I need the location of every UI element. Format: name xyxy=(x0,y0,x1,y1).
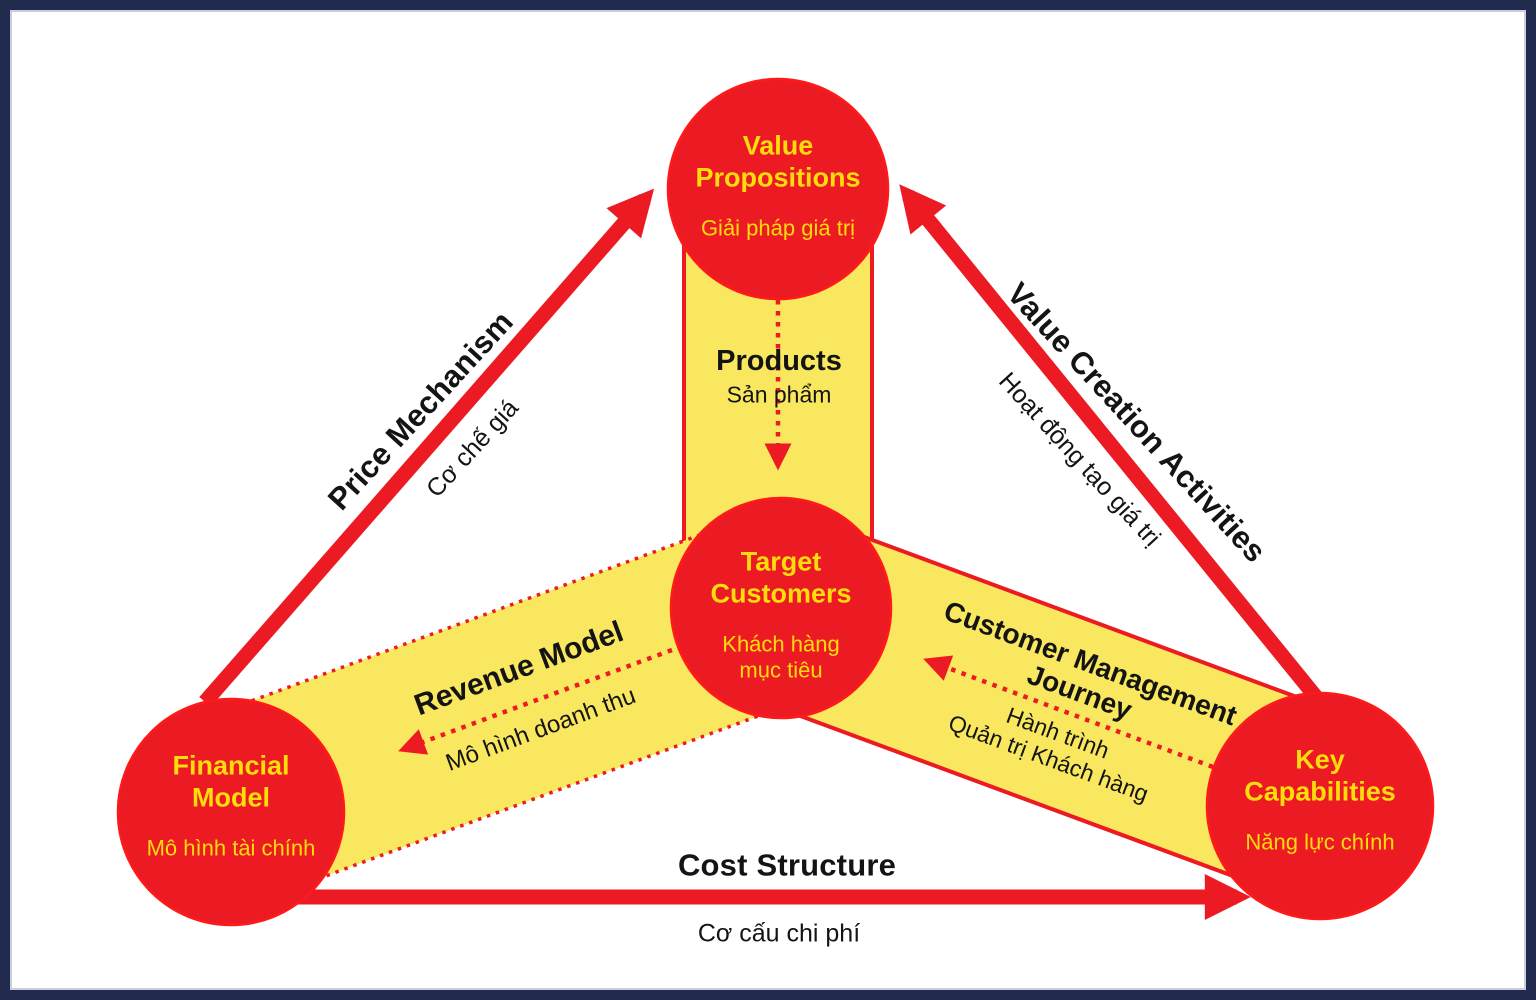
node-title: Key Capabilities xyxy=(1244,744,1396,807)
value-creation-arrow-icon xyxy=(899,184,1322,702)
target-customers-label: Target Customers Khách hàng mục tiêu xyxy=(710,528,851,702)
revenue-arrow-icon xyxy=(398,647,673,755)
cost-structure-label: Cost Structure xyxy=(677,847,897,883)
node-subtitle: Khách hàng mục tiêu xyxy=(722,630,840,683)
cost-structure-sublabel: Cơ cấu chi phí xyxy=(697,919,861,948)
key-capabilities-node xyxy=(1205,691,1435,921)
node-title: Financial Model xyxy=(172,750,290,813)
node-subtitle: Giải pháp giá trị xyxy=(700,215,856,241)
target-customers-node xyxy=(669,496,893,720)
key-capabilities-label: Key Capabilities Năng lực chính xyxy=(1244,726,1396,873)
products-sublabel: Sản phẩm xyxy=(726,381,832,408)
products-label: Products xyxy=(716,344,842,377)
value-propositions-node xyxy=(666,77,890,301)
financial-model-node xyxy=(116,697,346,927)
node-title: Target Customers xyxy=(710,546,852,609)
node-subtitle: Năng lực chính xyxy=(1245,829,1395,855)
financial-model-label: Financial Model Mô hình tài chính xyxy=(147,732,316,879)
value-propositions-label: Value Propositions Giải pháp giá trị xyxy=(695,112,860,259)
node-subtitle: Mô hình tài chính xyxy=(146,835,316,861)
price-mechanism-arrow-icon xyxy=(199,188,655,707)
node-title: Value Propositions xyxy=(695,130,861,193)
